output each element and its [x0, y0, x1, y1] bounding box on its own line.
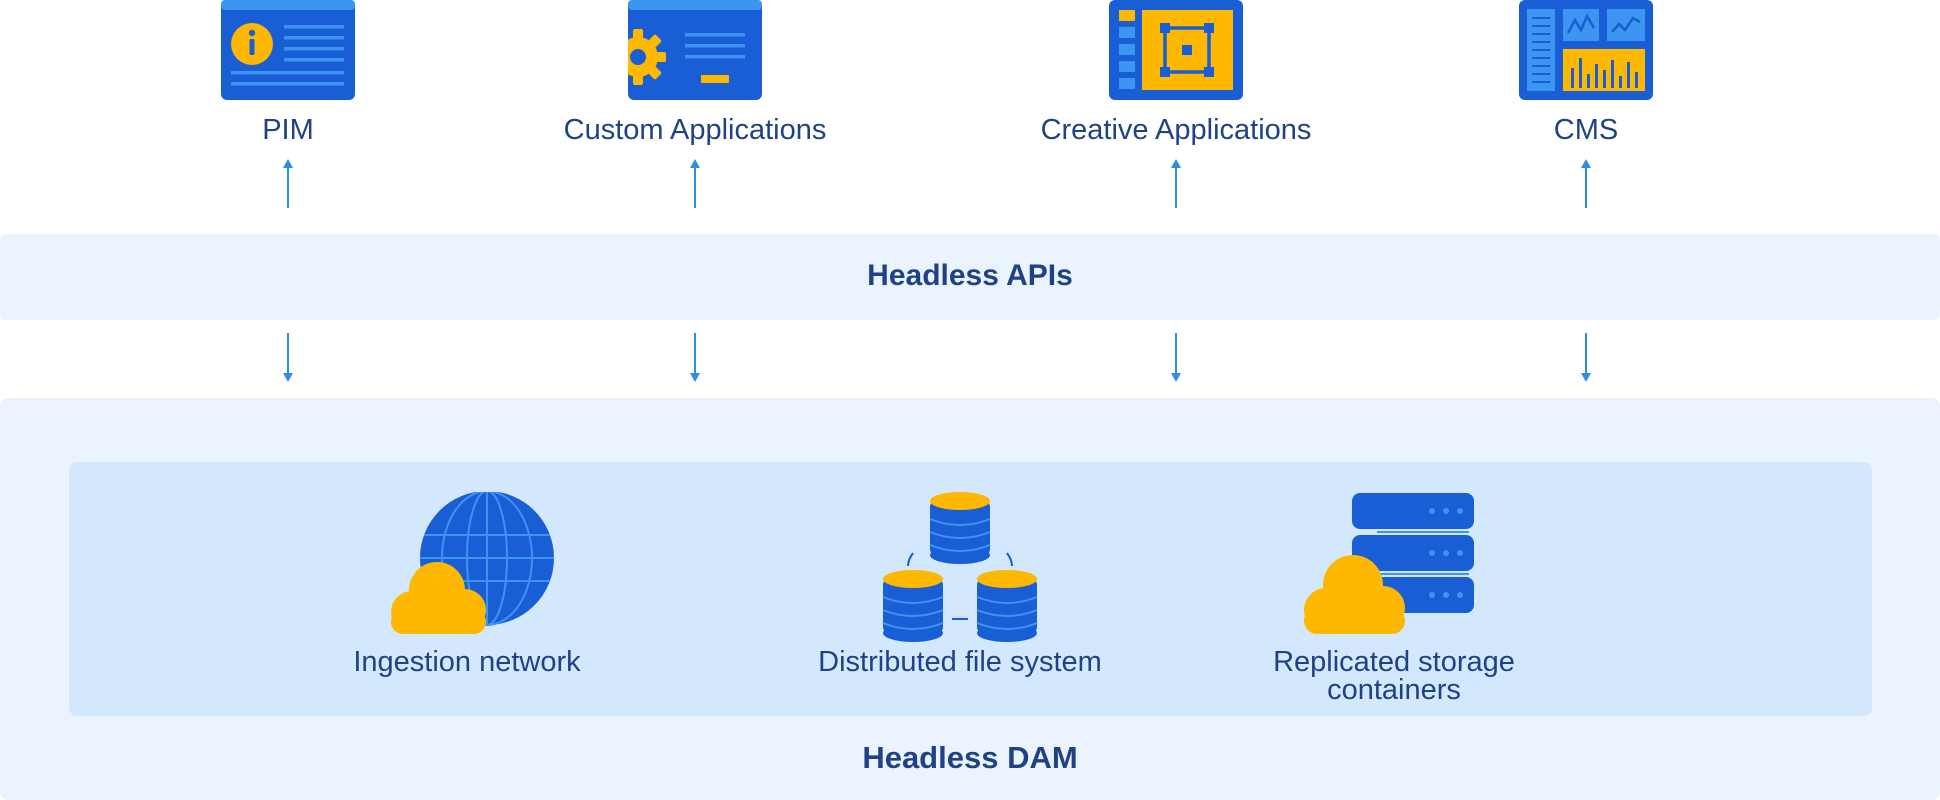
arrow-up-icon [690, 159, 700, 208]
feature-ingestion-network: Ingestion network [277, 462, 657, 716]
arrow-up-icon [283, 159, 293, 208]
headless-dam-container: Ingestion network [0, 398, 1940, 800]
headless-dam-title: Headless DAM [862, 740, 1078, 775]
arrow-down-icon [690, 333, 700, 382]
feature-distributed-file-system: Distributed file system [770, 462, 1150, 716]
arrow-up-icon [1171, 159, 1181, 208]
arrow-up-icon [1581, 159, 1591, 208]
headless-apis-title: Headless APIs [867, 259, 1073, 292]
arrow-down-icon [283, 333, 293, 382]
consumer-custom-applications: Custom Applications [525, 0, 865, 215]
headless-apis-band: Headless APIs [0, 234, 1940, 320]
cloud-globe-icon [391, 492, 554, 634]
consumer-label: Custom Applications [563, 114, 827, 146]
consumer-label: CMS [1553, 114, 1619, 146]
consumer-label: PIM [262, 114, 314, 146]
cloud-server-icon [1304, 493, 1474, 634]
dam-components-panel: Ingestion network [69, 462, 1872, 716]
consumer-pim: PIM [118, 0, 458, 215]
consumer-label: Creative Applications [1040, 114, 1312, 146]
dashboard-icon [1519, 0, 1653, 100]
feature-label: Replicated storage containers [1273, 646, 1515, 706]
design-canvas-icon [1109, 0, 1243, 100]
settings-window-icon [618, 0, 762, 100]
feature-replicated-storage-containers: Replicated storage containers [1204, 462, 1584, 716]
consumer-cms: CMS [1416, 0, 1756, 215]
arrow-down-icon [1581, 333, 1591, 382]
feature-label: Ingestion network [353, 646, 581, 678]
consumer-creative-applications: Creative Applications [1006, 0, 1346, 215]
feature-label: Distributed file system [818, 646, 1102, 678]
info-card-icon [221, 0, 355, 100]
arrow-down-icon [1171, 333, 1181, 382]
database-cluster-icon [882, 492, 1038, 642]
